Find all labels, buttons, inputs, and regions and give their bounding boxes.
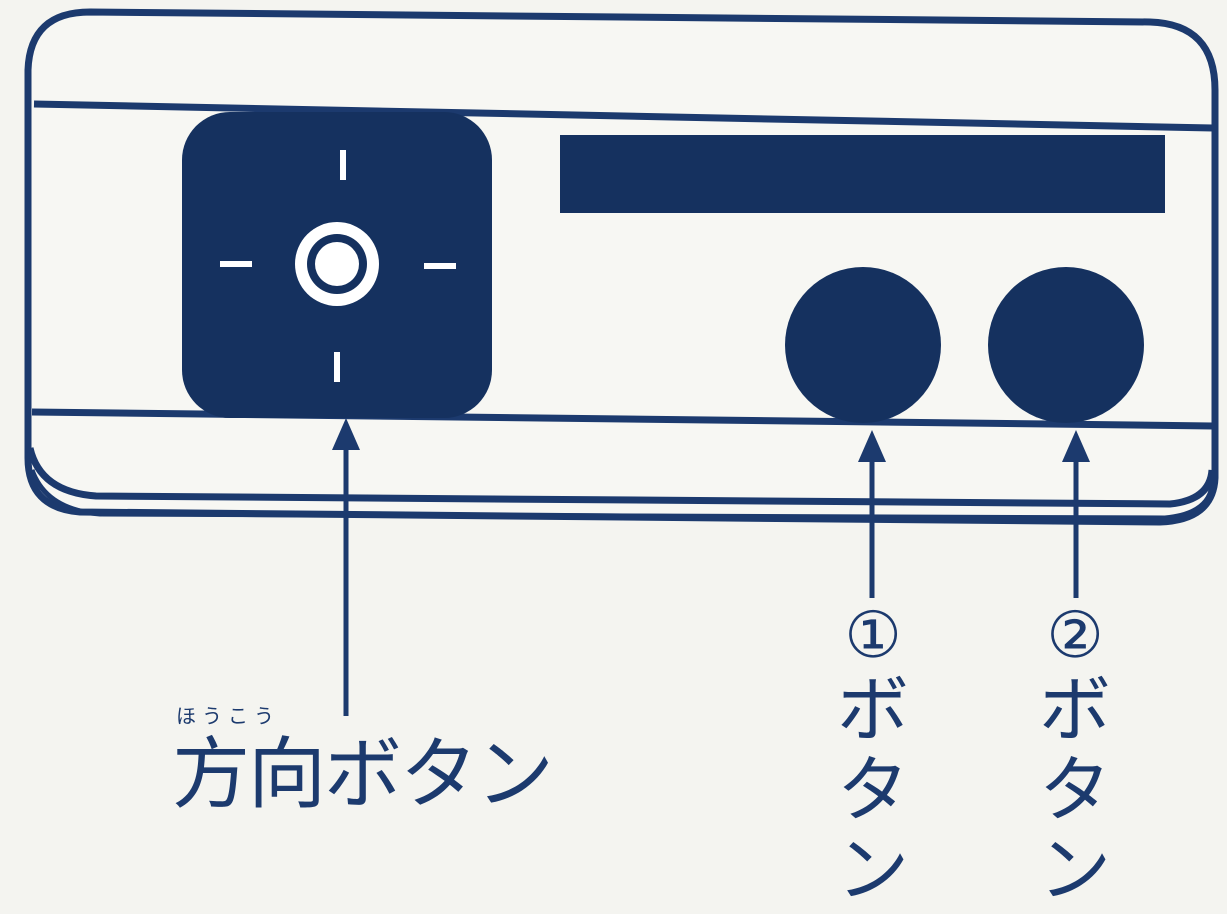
slot-bar bbox=[560, 135, 1165, 213]
arrow-up-icon-button-2 bbox=[1062, 430, 1090, 598]
button-2-char: ン bbox=[1038, 828, 1111, 912]
button-1-char: タ bbox=[836, 748, 909, 832]
arrow-up-icon-dpad bbox=[332, 418, 360, 716]
button-1-char: ボ bbox=[836, 668, 909, 752]
dpad-label-ruby: ほうこう bbox=[176, 704, 280, 728]
direction-pad-icon[interactable] bbox=[182, 112, 492, 418]
button-2[interactable] bbox=[988, 267, 1144, 423]
arrow-up-icon-button-1 bbox=[858, 430, 886, 598]
button-2-char: タ bbox=[1038, 748, 1111, 832]
button-2-number: ② bbox=[1046, 599, 1104, 673]
button-2-label: ② ボ タ ン bbox=[1030, 604, 1120, 914]
button-2-char: ボ bbox=[1038, 668, 1111, 752]
button-1-char: ン bbox=[836, 828, 909, 912]
dpad-label: 方向ボタン bbox=[172, 730, 554, 820]
button-1-number: ① bbox=[844, 599, 902, 673]
button-1-label: ① ボ タ ン bbox=[828, 604, 918, 914]
button-1[interactable] bbox=[785, 267, 941, 423]
